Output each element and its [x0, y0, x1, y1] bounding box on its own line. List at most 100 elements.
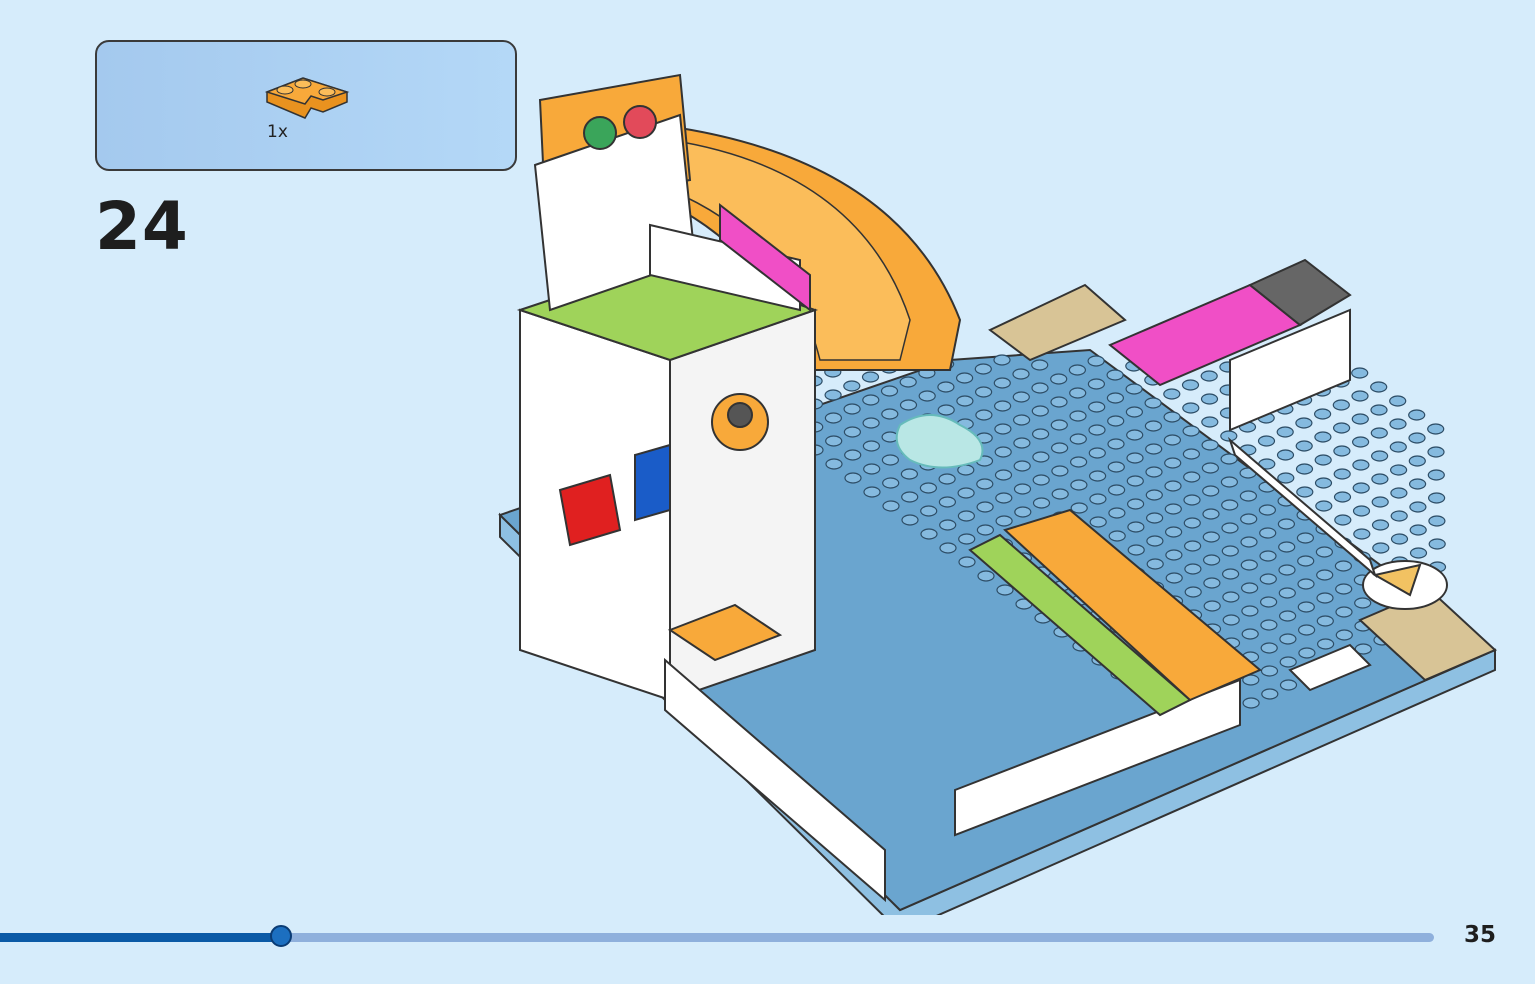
baseplate-stud — [1200, 393, 1219, 405]
baseplate-stud — [1370, 404, 1388, 416]
baseplate-stud — [996, 584, 1014, 596]
baseplate-stud — [993, 354, 1011, 366]
baseplate-stud — [1333, 491, 1352, 503]
baseplate-stud — [1335, 583, 1353, 595]
baseplate-stud — [977, 570, 995, 582]
baseplate-stud — [1353, 528, 1371, 540]
baseplate-stud — [1126, 475, 1144, 487]
baseplate-stud — [1164, 526, 1183, 538]
baseplate-stud — [1107, 415, 1125, 427]
baseplate-stud — [1428, 515, 1446, 527]
baseplate-stud — [861, 371, 880, 383]
baseplate-stud — [1370, 450, 1389, 462]
baseplate-stud — [1069, 410, 1087, 422]
parts-callout: 1x — [95, 40, 517, 171]
baseplate-stud — [1070, 479, 1088, 491]
baseplate-stud — [1201, 439, 1219, 451]
green-light — [583, 116, 617, 150]
baseplate-stud — [1316, 569, 1334, 581]
tan-plate — [988, 283, 1127, 362]
baseplate-stud — [1125, 383, 1143, 395]
baseplate-stud — [920, 528, 938, 540]
baseplate-stud — [1259, 527, 1277, 539]
baseplate-stud — [1221, 499, 1239, 511]
orange-slope — [1003, 508, 1262, 702]
baseplate-stud — [1279, 679, 1298, 691]
baseplate-stud — [1260, 619, 1278, 631]
baseplate-stud — [1165, 549, 1183, 561]
baseplate-stud — [1069, 456, 1088, 468]
pizza-slice — [1372, 563, 1422, 597]
baseplate-stud — [1316, 592, 1334, 604]
baseplate-stud — [1297, 555, 1315, 567]
baseplate-stud — [1241, 605, 1259, 617]
baseplate-stud — [1221, 522, 1239, 534]
baseplate-stud — [1031, 428, 1050, 440]
baseplate-stud — [1334, 514, 1352, 526]
baseplate-stud — [1277, 472, 1295, 484]
baseplate-stud — [1408, 432, 1426, 444]
baseplate-stud — [1295, 440, 1313, 452]
baseplate-stud — [1164, 480, 1182, 492]
baseplate-stud — [1202, 531, 1220, 543]
baseplate-stud — [920, 505, 938, 517]
baseplate-stud — [1012, 368, 1030, 380]
baseplate-stud — [1050, 442, 1069, 454]
part-quantity: 1x — [267, 122, 288, 142]
baseplate-stud — [1277, 518, 1296, 530]
baseplate-stud — [1163, 388, 1181, 400]
baseplate-stud — [1332, 399, 1350, 411]
baseplate-stud — [995, 515, 1013, 527]
baseplate-stud — [1390, 510, 1408, 522]
baseplate-stud — [1316, 615, 1334, 627]
baseplate-stud — [1184, 586, 1202, 598]
white-border-left — [664, 657, 886, 903]
baseplate-stud — [1370, 427, 1388, 439]
baseplate-stud — [1050, 396, 1068, 408]
baseplate-stud — [1242, 697, 1260, 709]
baseplate-stud — [844, 449, 862, 461]
baseplate-stud — [1088, 447, 1106, 459]
baseplate-stud — [1107, 461, 1125, 473]
progress-handle[interactable] — [270, 925, 292, 947]
baseplate-stud — [1183, 471, 1201, 483]
baseplate-stud — [1295, 463, 1314, 475]
blue-bin — [634, 443, 671, 522]
white-border-right — [954, 678, 1241, 837]
baseplate-stud — [1352, 482, 1370, 494]
baseplate-stud — [1013, 460, 1031, 472]
baseplate-stud — [1051, 465, 1069, 477]
baseplate-stud — [1032, 474, 1050, 486]
baseplate-stud — [881, 408, 899, 420]
baseplate-stud — [1427, 492, 1446, 504]
baseplate-stud — [1125, 406, 1144, 418]
baseplate-stud — [1164, 457, 1182, 469]
baseplate-stud — [1314, 431, 1332, 443]
baseplate-stud — [1202, 508, 1220, 520]
baseplate-stud — [1334, 560, 1353, 572]
baseplate-stud — [1314, 477, 1333, 489]
baseplate-stud — [1220, 476, 1239, 488]
baseplate-stud — [1089, 493, 1107, 505]
baseplate-stud — [974, 363, 992, 375]
baseplate-stud — [1428, 538, 1446, 550]
baseplate-stud — [1051, 488, 1069, 500]
baseplate-stud — [1427, 469, 1445, 481]
baseplate-stud — [1297, 601, 1315, 613]
baseplate-stud — [957, 510, 975, 522]
baseplate-stud — [882, 500, 900, 512]
baseplate-stud — [1012, 391, 1030, 403]
baseplate-stud — [1222, 591, 1240, 603]
baseplate-stud — [1070, 502, 1088, 514]
baseplate-stud — [1183, 540, 1202, 552]
baseplate-stud — [1408, 478, 1427, 490]
baseplate-stud — [881, 454, 899, 466]
baseplate-stud — [976, 478, 994, 490]
baseplate-stud — [1389, 464, 1408, 476]
baseplate-stud — [1221, 568, 1240, 580]
baseplate-stud — [1032, 451, 1050, 463]
baseplate-stud — [1201, 462, 1220, 474]
baseplate-stud — [1315, 500, 1333, 512]
baseplate-stud — [1012, 414, 1031, 426]
baseplate-stud — [1279, 656, 1297, 668]
